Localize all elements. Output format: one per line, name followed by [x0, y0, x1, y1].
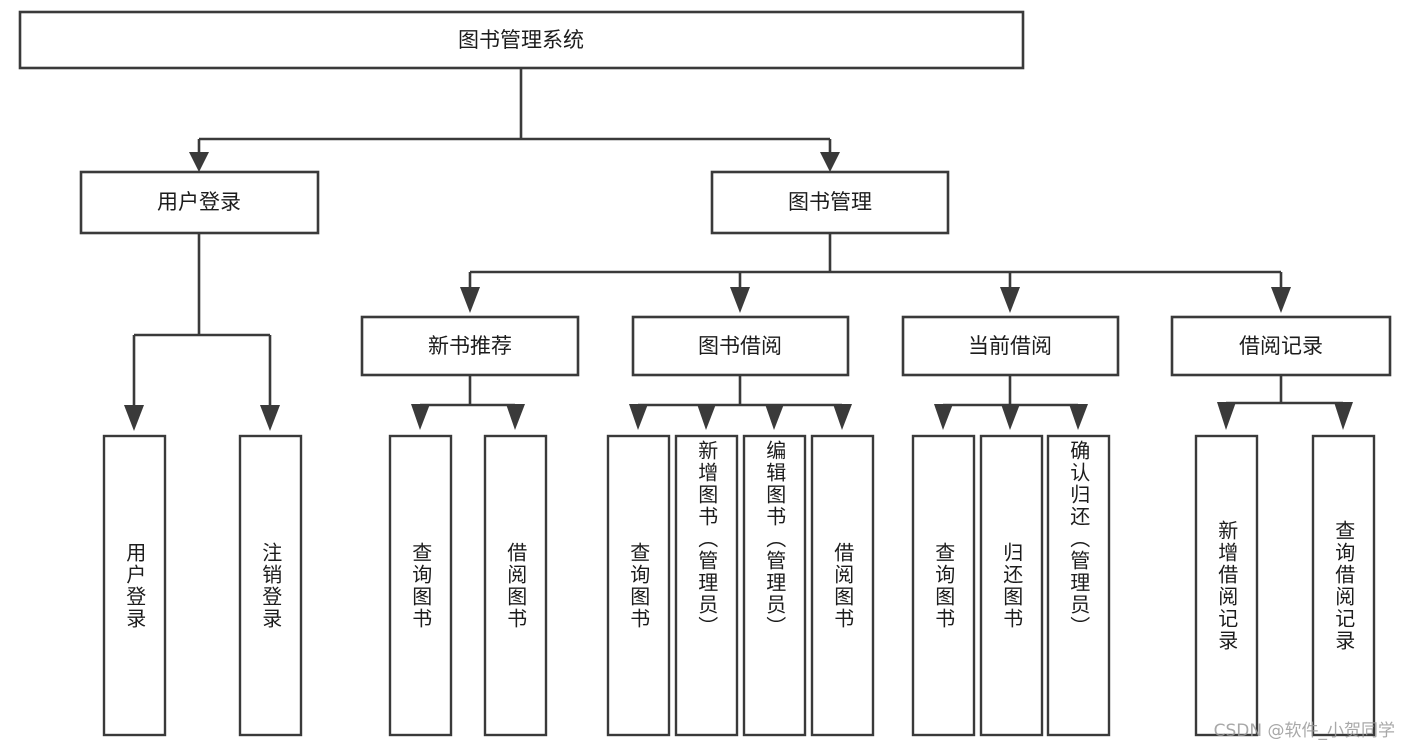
leaf-box-new-book-0[interactable]	[388, 434, 453, 737]
arrowhead-leaf-book-borrow-1	[629, 404, 648, 430]
leaf-box-current-borrow-1[interactable]	[979, 434, 1044, 737]
arrowhead-leaf-book-borrow-3	[765, 404, 784, 430]
arrowhead-to-borrow-record	[1271, 287, 1291, 313]
leaf-box-user-login-1[interactable]	[238, 434, 303, 737]
leaf-box-borrow-record-0[interactable]	[1194, 434, 1259, 737]
arrowhead-leaf-borrow-record-1	[1217, 402, 1236, 430]
leaf-box-user-login-0[interactable]	[102, 434, 167, 737]
arrowhead-leaf-current-borrow-2	[1001, 404, 1020, 430]
arrowhead-leaf-user-login-1	[124, 405, 144, 431]
arrowhead-leaf-borrow-record-2	[1334, 402, 1353, 430]
leaf-box-book-borrow-1[interactable]	[674, 434, 739, 737]
arrowhead-to-current-borrow	[1000, 287, 1020, 313]
arrowhead-to-user-login	[189, 152, 209, 172]
watermark-text: CSDN @软件_小贺同学	[1213, 721, 1395, 741]
arrowhead-to-book-borrow	[730, 287, 750, 313]
node-borrow-record-label: 借阅记录	[1239, 334, 1323, 358]
leaf-box-new-book-1[interactable]	[483, 434, 548, 737]
node-user-login-label: 用户登录	[157, 190, 241, 214]
arrowhead-leaf-current-borrow-3	[1069, 404, 1088, 430]
node-current-borrow-label: 当前借阅	[968, 334, 1052, 358]
node-root-box[interactable]	[18, 10, 1025, 70]
node-current-borrow-box[interactable]	[901, 315, 1120, 377]
leaf-box-current-borrow-2[interactable]	[1046, 434, 1111, 737]
arrowhead-leaf-new-book-1	[411, 404, 430, 430]
arrowhead-leaf-new-book-2	[506, 404, 525, 430]
arrowhead-to-new-book	[460, 287, 480, 313]
leaf-box-book-borrow-3[interactable]	[810, 434, 875, 737]
node-book-manage-box[interactable]	[710, 170, 950, 235]
leaf-box-current-borrow-0[interactable]	[911, 434, 976, 737]
leaf-box-book-borrow-0[interactable]	[606, 434, 671, 737]
node-borrow-record-box[interactable]	[1170, 315, 1392, 377]
node-new-book-box[interactable]	[360, 315, 580, 377]
arrowhead-leaf-current-borrow-1	[934, 404, 953, 430]
node-root-label: 图书管理系统	[458, 28, 584, 52]
node-new-book-label: 新书推荐	[428, 334, 512, 358]
leaf-box-borrow-record-1[interactable]	[1311, 434, 1376, 737]
arrowhead-leaf-user-login-2	[260, 405, 280, 431]
node-book-borrow-label: 图书借阅	[698, 334, 782, 358]
arrowhead-leaf-book-borrow-4	[833, 404, 852, 430]
node-book-manage-label: 图书管理	[788, 190, 872, 214]
node-book-borrow-box[interactable]	[631, 315, 850, 377]
arrowhead-leaf-book-borrow-2	[697, 404, 716, 430]
arrowhead-to-book-manage	[820, 152, 840, 172]
leaf-box-book-borrow-2[interactable]	[742, 434, 807, 737]
